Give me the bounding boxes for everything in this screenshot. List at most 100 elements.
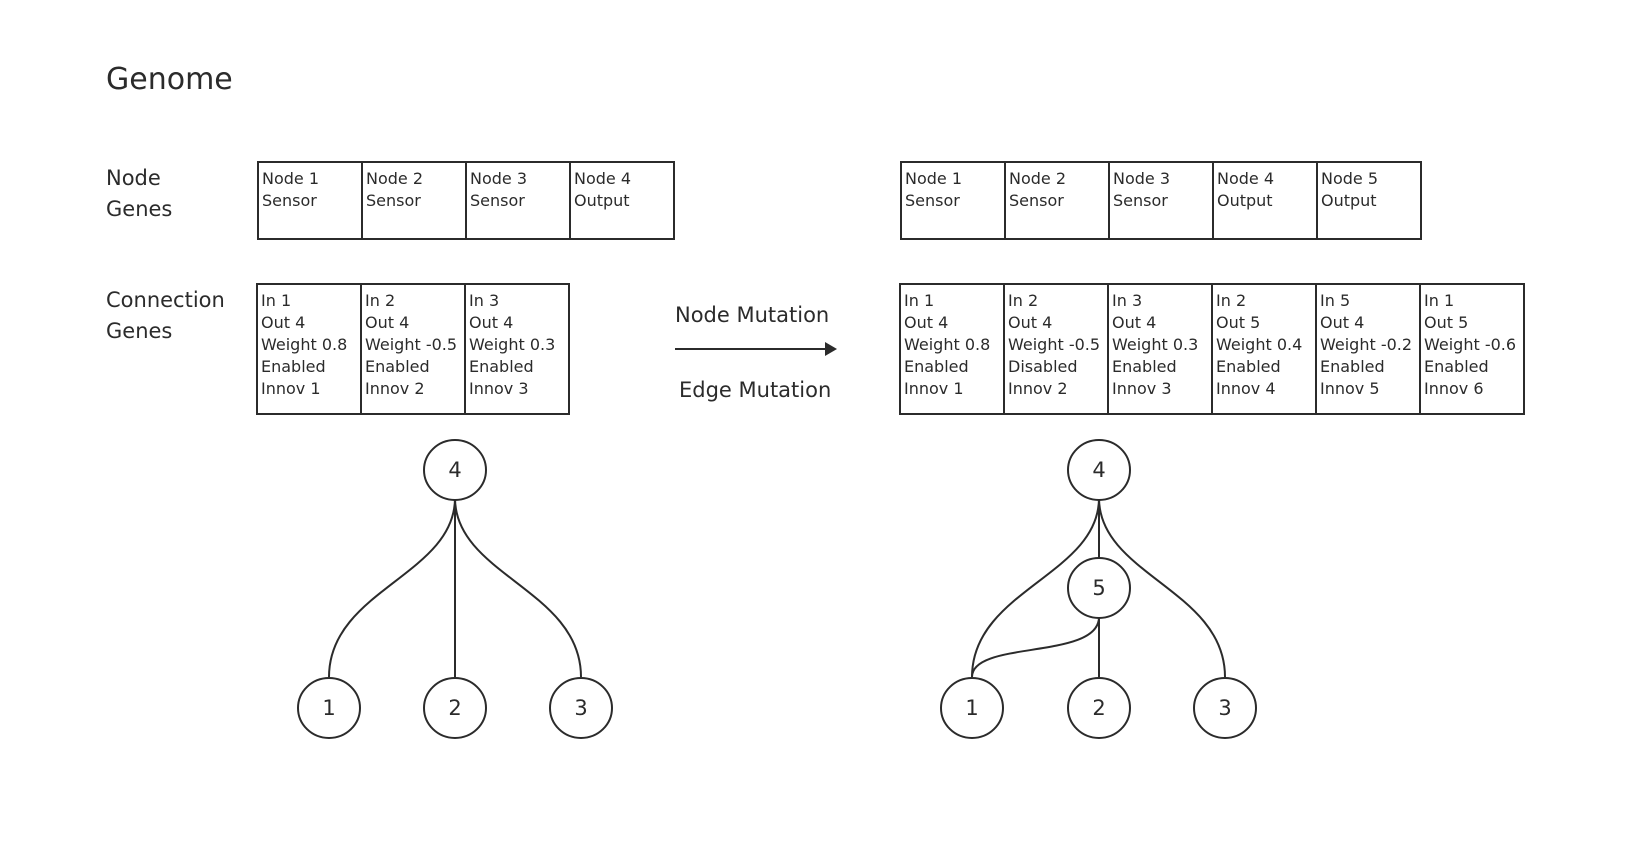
gene-cell-border	[465, 161, 571, 240]
gene-cell-line: Output	[1321, 191, 1377, 210]
graph-node: 2	[423, 677, 487, 739]
gene-cell-line: Out 4	[1112, 313, 1156, 332]
graph-node-label: 3	[1218, 696, 1231, 720]
gene-cell-line: Sensor	[905, 191, 960, 210]
connection-genes-label-line-2: Genes	[106, 319, 172, 343]
node-genes-label-line-2: Genes	[106, 197, 172, 221]
gene-cell-border	[1316, 161, 1422, 240]
gene-cell-text: Node 3 Sensor	[470, 169, 527, 210]
gene-cell-line: Weight 0.3	[1112, 335, 1198, 354]
graph-node: 5	[1067, 557, 1131, 619]
gene-cell-line: Innov 2	[1008, 379, 1068, 398]
gene-cell-border	[1003, 283, 1109, 415]
gene-cell-line: Node 5	[1321, 169, 1378, 188]
gene-cell-border	[360, 283, 466, 415]
gene-cell-line: Out 4	[904, 313, 948, 332]
gene-cell-line: Innov 3	[469, 379, 529, 398]
graph-node-label: 1	[965, 696, 978, 720]
graph-node: 1	[940, 677, 1004, 739]
gene-cell-line: Out 5	[1424, 313, 1468, 332]
gene-cell-line: Sensor	[262, 191, 317, 210]
node-genes-label-line-1: Node	[106, 166, 161, 190]
edge-mutation-label: Edge Mutation	[679, 378, 831, 402]
gene-cell-line: Weight -0.5	[1008, 335, 1100, 354]
node-genes-after-cell: Node 3 Sensor	[1108, 161, 1214, 240]
gene-cell-line: Node 3	[470, 169, 527, 188]
gene-cell-line: In 2	[365, 291, 395, 310]
gene-cell-line: Sensor	[470, 191, 525, 210]
graph-node-label: 1	[322, 696, 335, 720]
gene-cell-line: Weight -0.6	[1424, 335, 1516, 354]
graph-node: 4	[423, 439, 487, 501]
gene-cell-line: Out 4	[365, 313, 409, 332]
graph-node: 3	[549, 677, 613, 739]
node-genes-before-cell: Node 3 Sensor	[465, 161, 571, 240]
gene-cell-text: Node 1 Sensor	[905, 169, 962, 210]
gene-cell-border	[1315, 283, 1421, 415]
gene-cell-line: In 3	[1112, 291, 1142, 310]
edge-1-4	[328, 497, 456, 678]
node-genes-label: Node Genes	[106, 166, 172, 221]
gene-cell-line: Weight 0.4	[1216, 335, 1302, 354]
gene-cell-line: Enabled	[904, 357, 969, 376]
gene-cell-text: Node 4 Output	[1217, 169, 1274, 210]
gene-cell-line: Enabled	[1112, 357, 1177, 376]
gene-cell-line: Sensor	[366, 191, 421, 210]
gene-cell-line: In 5	[1320, 291, 1350, 310]
gene-cell-line: Output	[1217, 191, 1273, 210]
connection-genes-label: Connection Genes	[106, 288, 232, 343]
edge-3-4	[1098, 497, 1226, 678]
gene-cell-line: Disabled	[1008, 357, 1078, 376]
gene-cell-line: Innov 5	[1320, 379, 1380, 398]
gene-cell-line: Enabled	[1320, 357, 1385, 376]
gene-cell-line: In 2	[1216, 291, 1246, 310]
node-genes-after-cell: Node 1 Sensor	[900, 161, 1006, 240]
gene-cell-line: In 3	[469, 291, 499, 310]
gene-cell-line: Sensor	[1113, 191, 1168, 210]
gene-cell-line: Node 1	[905, 169, 962, 188]
edge-1-4	[971, 497, 1100, 678]
gene-cell-line: Out 4	[1008, 313, 1052, 332]
page-title: Genome	[106, 62, 233, 97]
gene-cell-line: Enabled	[1216, 357, 1281, 376]
gene-cell-line: Node 4	[1217, 169, 1274, 188]
gene-cell-border	[900, 161, 1006, 240]
gene-cell-border	[1004, 161, 1110, 240]
gene-cell-border	[899, 283, 1005, 415]
gene-cell-line: Innov 2	[365, 379, 425, 398]
node-mutation-label: Node Mutation	[675, 303, 829, 327]
gene-cell-line: Enabled	[1424, 357, 1489, 376]
mutation-arrow-head	[825, 342, 837, 356]
gene-cell-line: Weight 0.3	[469, 335, 555, 354]
gene-cell-text: Node 5 Output	[1321, 169, 1378, 210]
gene-cell-line: Out 4	[469, 313, 513, 332]
gene-cell-line: Node 3	[1113, 169, 1170, 188]
graph-node-label: 5	[1092, 576, 1105, 600]
gene-cell-line: Enabled	[261, 357, 326, 376]
gene-cell-line: In 2	[1008, 291, 1038, 310]
graph-node-label: 2	[1092, 696, 1105, 720]
gene-cell-line: Innov 1	[261, 379, 321, 398]
gene-cell-line: Innov 3	[1112, 379, 1172, 398]
edge-1-5	[971, 616, 1100, 678]
